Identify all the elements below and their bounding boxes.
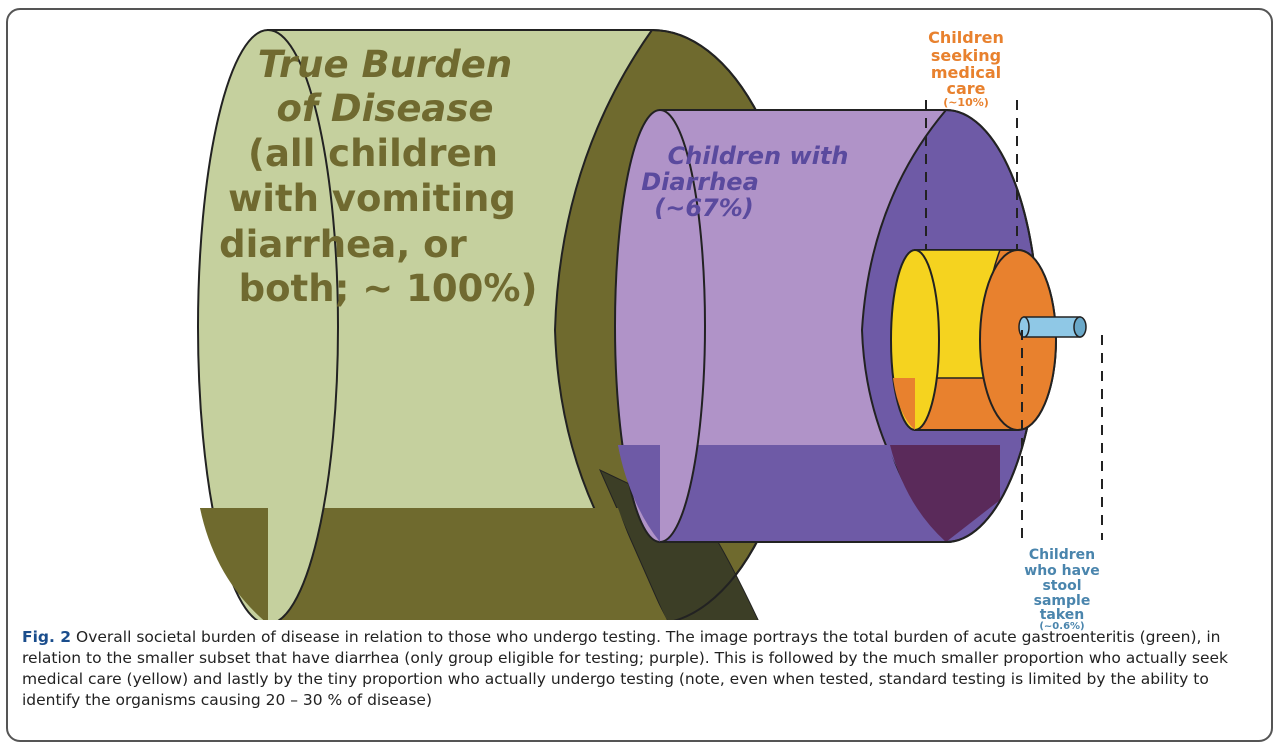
guide-lines <box>925 100 1103 540</box>
orange-label: Children seeking medical care (~10%) <box>928 28 1004 109</box>
purple-label-line1: Children with <box>668 142 849 170</box>
green-label-line3: (all children <box>248 132 498 175</box>
purple-cylinder-band <box>618 445 946 542</box>
figure-caption: Fig. 2 Overall societal burden of diseas… <box>22 627 1262 711</box>
blue-cylinder <box>1018 316 1087 338</box>
blue-label-line3: stool <box>1042 578 1081 594</box>
blue-label-line2: who have <box>1024 563 1099 579</box>
purple-label-line3: (~67%) <box>654 194 754 222</box>
burden-diagram: True Burden of Disease (all children wit… <box>197 28 1103 620</box>
green-label-line1: True Burden <box>258 43 512 86</box>
blue-cylinder-end <box>1073 316 1087 338</box>
blue-label-line1: Children <box>1029 547 1095 563</box>
green-label-line5: diarrhea, or <box>219 223 467 266</box>
caption-text: Overall societal burden of disease in re… <box>22 628 1229 709</box>
orange-label-line2: seeking <box>931 46 1001 65</box>
orange-cylinder-end <box>979 249 1057 431</box>
green-label-line2: of Disease <box>277 87 494 130</box>
yellow-cylinder <box>890 249 1057 431</box>
green-label-line4: with vomiting <box>228 177 516 220</box>
figure-label: Fig. 2 <box>22 628 72 646</box>
orange-label-line4: care <box>946 79 985 98</box>
purple-label-line2: Diarrhea <box>641 168 759 196</box>
green-label: True Burden of Disease (all children wit… <box>219 43 537 310</box>
blue-label-line4: sample <box>1034 593 1091 609</box>
purple-label: Children with Diarrhea (~67%) <box>641 142 848 222</box>
blue-label-line5: taken <box>1040 607 1085 620</box>
orange-label-line1: Children <box>928 28 1004 47</box>
blue-cylinder-cap <box>1018 316 1030 338</box>
purple-cylinder <box>614 109 1039 543</box>
green-label-line6: both; ~ 100%) <box>239 267 538 310</box>
blue-label-line6: (~0.6%) <box>1039 621 1085 632</box>
orange-label-line3: medical <box>931 63 1001 82</box>
blue-label: Children who have stool sample taken <box>1024 547 1099 620</box>
orange-label-line5: (~10%) <box>943 96 989 109</box>
